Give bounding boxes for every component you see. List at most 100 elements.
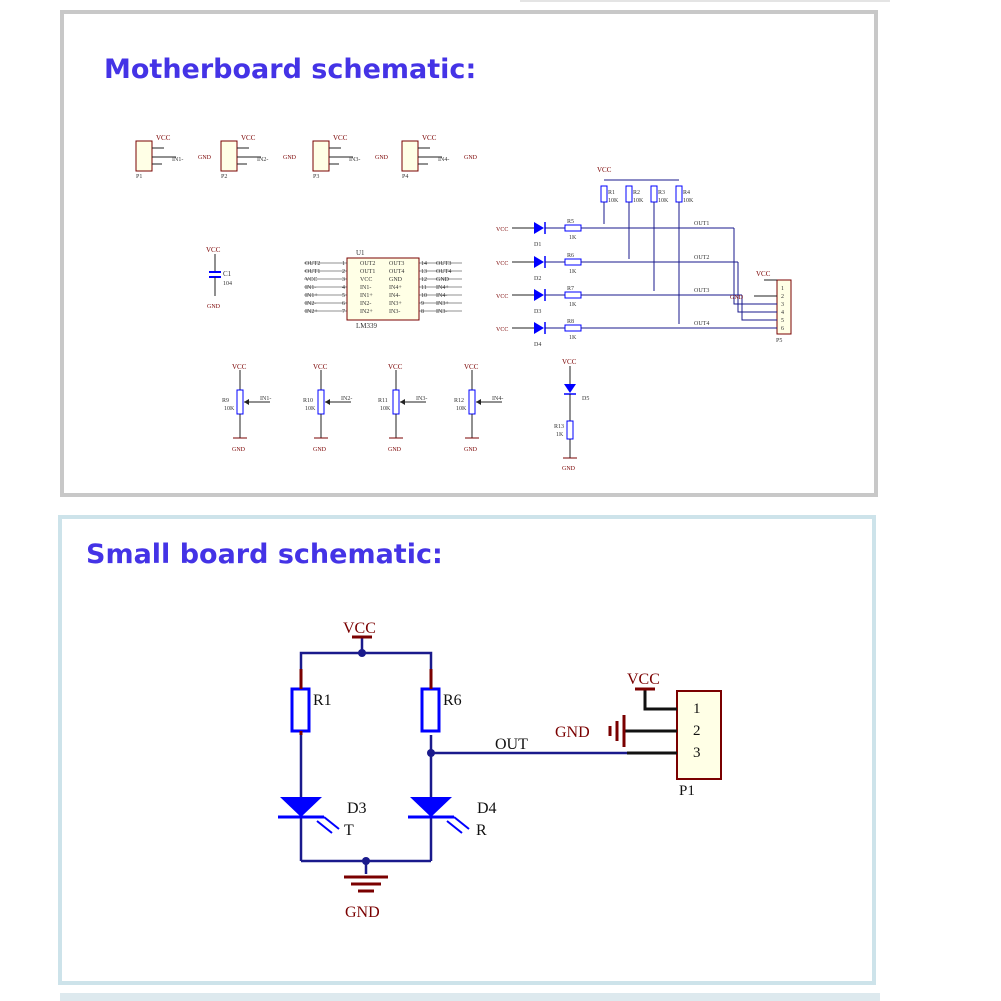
motherboard-title: Motherboard schematic: <box>104 54 477 85</box>
connector-p2 <box>220 140 238 172</box>
ic-right-pin-name: GND <box>436 277 450 283</box>
r6-body <box>420 687 441 733</box>
r1-label: R1 <box>313 692 332 709</box>
connector-gnd-label: GND <box>198 155 212 161</box>
d4-type-label: R <box>476 822 487 839</box>
header-pin-num: 3 <box>781 302 784 308</box>
ic-inner-left-label: IN1- <box>360 285 371 291</box>
pot-wiper-arrow <box>244 399 249 405</box>
pot-gnd-label: GND <box>313 447 327 453</box>
r1-body <box>290 687 311 733</box>
d5-vcc-label: VCC <box>562 358 577 366</box>
p1-pin-1: 1 <box>693 701 701 717</box>
out-label: OUT4 <box>694 321 709 327</box>
led-label: D4 <box>534 342 541 348</box>
ic-left-pin-name: IN1+ <box>305 293 318 299</box>
c1-vcc-label: VCC <box>206 246 221 254</box>
d5-label: D5 <box>582 396 589 402</box>
d4-label: D4 <box>477 800 497 817</box>
header-pin-num: 4 <box>781 310 784 316</box>
r6-label: R6 <box>443 692 462 709</box>
pullup-value-label: 10K <box>658 198 669 204</box>
ic-inner-left-label: VCC <box>360 277 372 283</box>
ic-left-pin-num: 3 <box>342 277 345 283</box>
ic-inner-right-label: OUT3 <box>389 261 404 267</box>
connector-label: P4 <box>402 174 408 180</box>
connector-in-label: IN1- <box>172 157 183 163</box>
pot-wiper-arrow <box>325 399 330 405</box>
header-net-wire <box>733 228 777 305</box>
ic-left-pin-name: OUT2 <box>305 261 320 267</box>
out-label: OUT2 <box>694 255 709 261</box>
p1-vcc-label: VCC <box>627 671 660 688</box>
pullup-value-label: 10K <box>683 198 694 204</box>
out-label: OUT3 <box>694 288 709 294</box>
led-res-r8 <box>564 324 582 332</box>
d3-label: D3 <box>347 800 367 817</box>
pot-net-label: IN3- <box>416 396 427 402</box>
connector-label: P1 <box>136 174 142 180</box>
r13-gnd-label: GND <box>562 466 576 472</box>
gnd-symbol <box>344 875 388 893</box>
led-vcc-label: VCC <box>496 261 508 267</box>
connector-vcc-label: VCC <box>241 134 256 142</box>
out-label: OUT1 <box>694 221 709 227</box>
pot-net-label: IN2- <box>341 396 352 402</box>
pot-r11 <box>392 389 400 415</box>
gnd-label: GND <box>345 904 380 921</box>
pot-wiper-arrow <box>476 399 481 405</box>
led-res-r5 <box>564 224 582 232</box>
header-pin-num: 5 <box>781 318 784 324</box>
pot-vcc-label: VCC <box>464 363 479 371</box>
ic-right-pin-name: OUT4 <box>436 269 451 275</box>
led-res-value: 1K <box>569 302 577 308</box>
ic-right-pin-num: 9 <box>421 301 424 307</box>
ic-inner-left-label: IN1+ <box>360 293 373 299</box>
d3-diode-triangle <box>280 797 322 817</box>
pullup-ref-label: R2 <box>633 190 640 196</box>
ic-inner-left-label: IN2- <box>360 301 371 307</box>
pot-r9 <box>236 389 244 415</box>
led-res-r7 <box>564 291 582 299</box>
ic-inner-left-label: OUT2 <box>360 261 375 267</box>
ic-right-pin-num: 8 <box>421 309 424 315</box>
pullup-r3 <box>650 185 658 203</box>
connector-label: P3 <box>313 174 319 180</box>
pot-value-label: 10K <box>456 406 467 412</box>
connector-p4 <box>401 140 419 172</box>
pot-gnd-label: GND <box>464 447 478 453</box>
ic-inner-right-label: GND <box>389 277 403 283</box>
ic-inner-right-label: IN3- <box>389 309 400 315</box>
header-gnd-label: GND <box>730 295 744 301</box>
p1-pin-2: 2 <box>693 723 701 739</box>
connector-p3 <box>312 140 330 172</box>
led-vcc-label: VCC <box>496 294 508 300</box>
p1-label: P1 <box>679 783 695 799</box>
connector-gnd-label: GND <box>464 155 478 161</box>
ic-right-pin-num: 12 <box>421 277 427 283</box>
d3-type-label: T <box>344 822 354 839</box>
ic-left-pin-name: IN2- <box>305 301 316 307</box>
small-board-panel: Small board schematic: VCC <box>58 515 876 985</box>
pullup-ref-label: R1 <box>608 190 615 196</box>
led-res-value: 1K <box>569 335 577 341</box>
led-res-ref: R5 <box>567 219 574 225</box>
ic-right-pin-num: 14 <box>421 261 427 267</box>
ic-left-pin-num: 1 <box>342 261 345 267</box>
pot-net-label: IN4- <box>492 396 503 402</box>
c1-value-label: 104 <box>223 281 232 287</box>
ic-right-pin-num: 11 <box>421 285 427 291</box>
ic-inner-left-label: OUT1 <box>360 269 375 275</box>
ic-left-pin-name: IN1- <box>305 285 316 291</box>
r13-ref-label: R13 <box>554 424 564 430</box>
connector-gnd-label: GND <box>375 155 389 161</box>
out-junction <box>427 749 435 757</box>
pot-vcc-label: VCC <box>388 363 403 371</box>
led-d3-triangle <box>534 289 544 301</box>
p1-pin-3: 3 <box>693 745 701 761</box>
ic-left-pin-num: 6 <box>342 301 345 307</box>
pullup-value-label: 10K <box>608 198 619 204</box>
led-res-ref: R8 <box>567 319 574 325</box>
c1-gnd-label: GND <box>207 304 221 310</box>
